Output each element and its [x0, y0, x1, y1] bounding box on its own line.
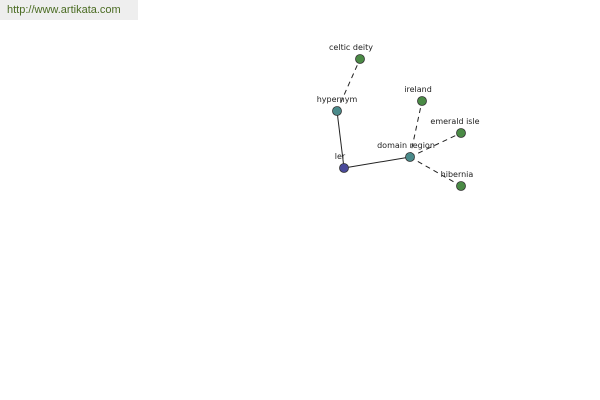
node-label-hibernia: hibernia — [441, 170, 474, 179]
node-label-ler: ler — [335, 152, 346, 161]
edge-ler-hypernym — [336, 110, 345, 169]
node-ler[interactable] — [339, 163, 349, 173]
node-label-domain_region: domain region — [377, 141, 435, 150]
node-celtic_deity[interactable] — [355, 54, 365, 64]
edge-domain_region-hibernia — [409, 156, 462, 187]
edge-domain_region-emerald_isle — [409, 132, 462, 158]
edge-hypernym-celtic_deity — [336, 58, 361, 112]
node-hypernym[interactable] — [332, 106, 342, 116]
url-bar: http://www.artikata.com — [0, 0, 138, 20]
node-domain_region[interactable] — [405, 152, 415, 162]
node-emerald_isle[interactable] — [456, 128, 466, 138]
node-label-ireland: ireland — [404, 85, 432, 94]
node-ireland[interactable] — [417, 96, 427, 106]
node-label-emerald_isle: emerald isle — [430, 117, 479, 126]
node-hibernia[interactable] — [456, 181, 466, 191]
edge-ler-domain_region — [343, 156, 411, 169]
node-label-hypernym: hypernym — [317, 95, 358, 104]
graph-nodes: ler hypernym domain region celtic deity irel… — [317, 43, 480, 191]
edge-domain_region-ireland — [409, 100, 423, 158]
site-url-link[interactable]: http://www.artikata.com — [7, 4, 121, 16]
node-label-celtic_deity: celtic deity — [329, 43, 373, 52]
graph-edges — [336, 58, 462, 187]
